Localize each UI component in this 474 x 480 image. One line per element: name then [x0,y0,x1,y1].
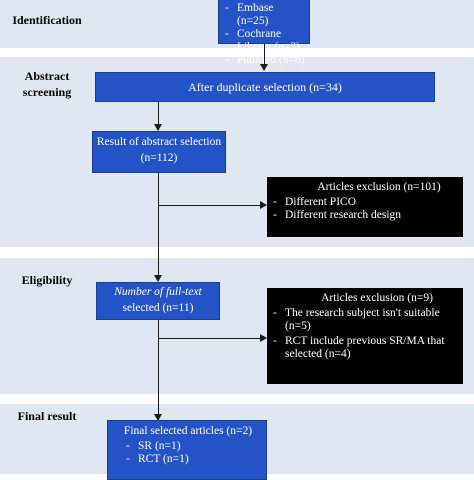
identification-box: Embase (n=25) Cochrane Library (n=3) Pub… [218,0,310,67]
stage-final-result: Final result [17,409,77,423]
arrow-to-exclusion2 [158,334,267,342]
fulltext-line2: selected (n=11) [122,302,194,314]
arrow-duplicate-to-abstract [154,102,162,131]
final-item-rct: RCT (n=1) [124,453,262,466]
final-item-sr: SR (n=1) [124,440,262,453]
arrow-to-exclusion1 [158,201,267,209]
arrow-identification-to-duplicate [260,44,268,71]
final-selected-box: Final selected articles (n=2) SR (n=1) R… [107,420,267,480]
arrow-abstract-down [154,173,162,282]
stage-abstract-line2: screening [22,85,72,99]
exclusion2-item1: The research subject isn't suitable (n=5… [271,307,457,333]
fulltext-line1: Number of full-text [114,286,202,298]
arrow-fulltext-to-final [154,320,162,421]
stage-identification: Identification [12,13,82,27]
stage-abstract-screening: Abstract screening [4,68,90,100]
exclusion1-box: Articles exclusion (n=101) Different PIC… [267,177,463,237]
exclusion2-box: Articles exclusion (n=9) The research su… [267,288,463,384]
source-embase: Embase (n=25) [223,2,307,28]
exclusion1-item1: Different PICO [271,196,457,209]
final-title: Final selected articles (n=2) [123,425,253,437]
source-pubmed: PubMed (n=8) [223,54,307,67]
fulltext-box: Number of full-text selected (n=11) [96,282,220,320]
stage-abstract-line1: Abstract [24,69,70,83]
exclusion1-item2: Different research design [271,209,457,222]
duplicate-selection-box: After duplicate selection (n=34) [95,72,435,102]
stage-eligibility: Eligibility [21,273,73,287]
abstract-selection-box: Result of abstract selection (n=112) [92,131,226,173]
source-cochrane: Cochrane Library (n=3) [223,28,307,54]
exclusion2-title: Articles exclusion (n=9) [321,292,433,304]
exclusion2-item2: RCT include previous SR/MA that selected… [271,335,457,361]
abstract-selection-line1: Result of abstract selection [96,136,222,148]
exclusion1-title: Articles exclusion (n=101) [317,181,441,193]
abstract-selection-line2: (n=112) [140,152,178,164]
